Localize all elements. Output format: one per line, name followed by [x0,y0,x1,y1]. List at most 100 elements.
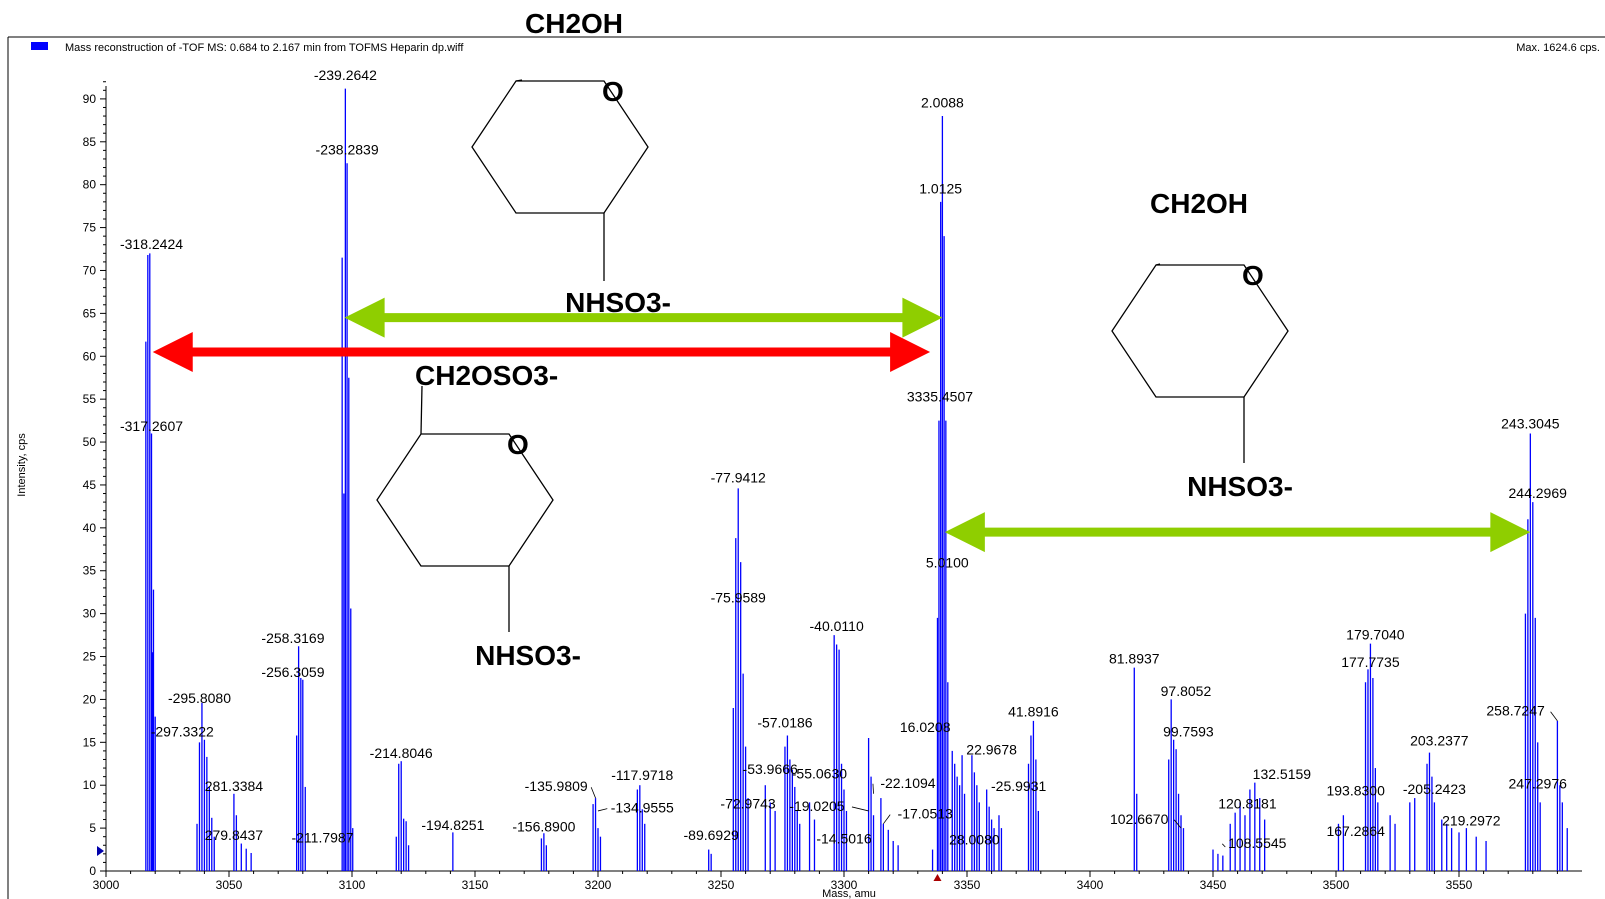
peak-label: -256.3059 [261,664,324,680]
peak-label: -194.8251 [421,817,484,833]
peak-leader [883,814,891,825]
y-tick-label: 5 [89,821,96,835]
peak-label: 81.8937 [1109,650,1160,666]
peak-label: -205.2423 [1403,781,1466,797]
peak-label: 3335.4507 [907,389,973,405]
y-tick-label: 55 [83,392,97,406]
peak-label: -40.0110 [810,618,864,634]
x-tick-label: 3250 [708,878,735,892]
ring-oxygen-label: O [507,429,529,460]
structure-bottom-label: NHSO3- [475,640,581,671]
peak-label: 120.8181 [1218,795,1277,811]
y-axis-label: Intensity, cps [16,433,28,497]
x-tick-label: 3300 [831,878,858,892]
x-tick-label: 3500 [1323,878,1350,892]
x-tick-label: 3150 [462,878,489,892]
peak-label: -77.9412 [711,469,766,485]
marker-arrow [933,874,942,881]
structure-bottom-label: NHSO3- [1187,471,1293,502]
peak-label: -211.7987 [291,830,353,846]
peak-label: 97.8052 [1161,683,1212,699]
max-intensity-label: Max. 1624.6 cps. [1516,42,1600,54]
y-tick-label: 45 [83,478,97,492]
peak-label: 28.0080 [949,831,1000,847]
y-tick-label: 60 [83,349,97,363]
y-tick-label: 50 [83,435,97,449]
peak-label: -22.1094 [880,775,935,791]
peak-leader [590,787,596,799]
peak-label: 281.3384 [205,778,264,794]
x-tick-label: 3400 [1077,878,1104,892]
peak-bars [145,88,1568,871]
structure-bottom-label: NHSO3- [565,287,671,318]
peak-label: -258.3169 [261,630,324,646]
peak-label: -214.8046 [370,745,433,761]
peak-label: 99.7593 [1163,723,1214,739]
peak-label: -317.2607 [120,418,183,434]
peak-label: 247.2976 [1509,776,1568,792]
y-tick-label: 20 [83,692,97,706]
y-tick-label: 75 [83,221,97,235]
peak-label: 243.3045 [1501,415,1560,431]
peak-label: 258.7247 [1486,703,1545,719]
peak-leader [872,783,874,794]
peak-label: -14.5016 [816,831,871,847]
peak-label: 102.6670 [1110,811,1169,827]
peak-label: -53.9666 [743,761,798,777]
peak-label: -19.0205 [789,798,844,814]
ring-oxygen-label: O [1242,260,1264,291]
peak-label: 167.2864 [1326,823,1385,839]
peak-label: -156.8900 [512,819,575,835]
peak-labels: -318.2424-317.2607-295.8080-297.3322281.… [120,67,1567,851]
x-tick-label: 3550 [1446,878,1473,892]
double-arrow [944,512,1531,553]
peak-label: 5.0100 [926,554,969,570]
peak-label: -239.2642 [314,67,377,83]
peak-label: -117.9718 [611,767,673,783]
peak-leader [1221,843,1226,848]
x-axis-label: Mass, amu [822,888,876,899]
double-arrow [152,331,931,372]
x-tick-label: 3100 [339,878,366,892]
peak-label: -55.0630 [792,765,847,781]
y-tick-label: 90 [83,92,97,106]
y-tick-label: 70 [83,263,97,277]
y-tick-label: 65 [83,306,97,320]
peak-label: -297.3322 [151,723,214,739]
peak-label: 279.8437 [205,827,264,843]
peak-label: 219.2972 [1442,813,1501,829]
peak-label: 41.8916 [1008,704,1059,720]
peak-label: 244.2969 [1509,485,1568,501]
ring-bond-top [420,385,423,435]
peak-label: -75.9589 [711,589,766,605]
peak-label: 179.7040 [1346,626,1405,642]
x-tick-label: 3350 [954,878,981,892]
y-tick-label: 40 [83,521,97,535]
structure-top-label: CH2OH [525,8,623,39]
structure-top-label: CH2OH [1150,188,1248,219]
peak-label: -134.9555 [611,800,674,816]
peak-label: -295.8080 [168,690,231,706]
ring-bond-top [515,79,523,82]
y-tick-label: 15 [83,735,97,749]
x-tick-label: 3200 [585,878,612,892]
y-tick-label: 35 [83,564,97,578]
label-leaders [590,711,1558,848]
ring-bond-top [1155,263,1161,266]
ring-oxygen-label: O [602,76,624,107]
y-tick-label: 25 [83,650,97,664]
peak-label: -89.6929 [684,827,739,843]
peak-label: -72.9743 [720,795,775,811]
peak-label: 16.0208 [900,719,951,735]
peak-leader [597,808,608,812]
peak-label: -135.9809 [525,778,588,794]
y-tick-label: 80 [83,178,97,192]
peak-leader [851,806,869,812]
legend-swatch [31,42,48,50]
peak-label: -25.9931 [991,778,1046,794]
x-tick-label: 3450 [1200,878,1227,892]
peak-label: 193.8300 [1326,783,1385,799]
